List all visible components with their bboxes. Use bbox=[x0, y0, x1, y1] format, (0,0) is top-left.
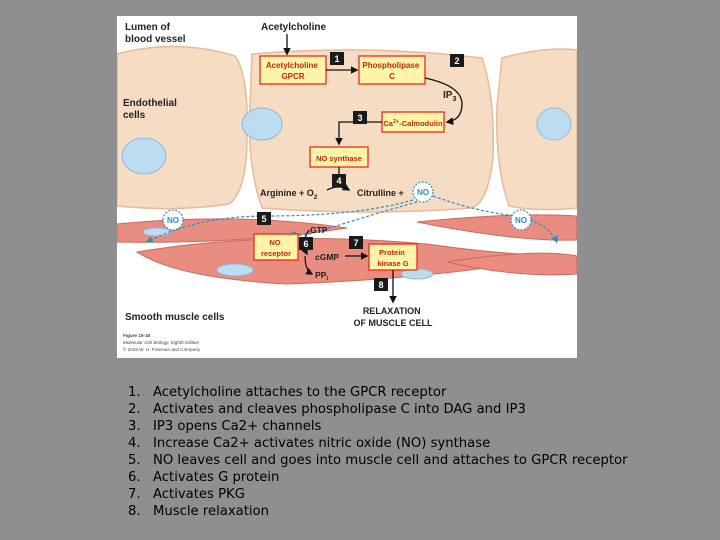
nucleus bbox=[216, 263, 254, 277]
no-label: NO bbox=[167, 216, 179, 225]
arrow-plc-to-calmodulin bbox=[424, 77, 463, 126]
list-item: 7.Activates PKG bbox=[128, 487, 245, 502]
acetylcholine-label: Acetylcholine bbox=[261, 22, 326, 33]
svg-text:8: 8 bbox=[378, 280, 383, 290]
list-item: 2.Activates and cleaves phospholipase C … bbox=[128, 402, 526, 417]
phospholipase-c-box bbox=[358, 55, 426, 85]
list-item: 3.IP3 opens Ca2+ channels bbox=[128, 419, 322, 434]
no-receptor-box bbox=[253, 233, 299, 261]
gpcr-box-label: Acetylcholine GPCR bbox=[266, 61, 320, 81]
svg-text:7: 7 bbox=[353, 238, 358, 248]
figure-caption: Figure 15-18 Molecular Cell Biology, Eig… bbox=[123, 333, 201, 352]
no-diffusion-down bbox=[292, 201, 418, 239]
arrow-to-ppi bbox=[304, 255, 314, 275]
step-badge-1: 1 bbox=[330, 52, 344, 65]
relaxation-label: RELAXATION OF MUSCLE CELL bbox=[354, 306, 433, 328]
cgmp-label: cGMP bbox=[315, 252, 339, 262]
muscle-cell bbox=[446, 252, 577, 276]
list-item: 6.Activates G protein bbox=[128, 470, 280, 485]
list-item: 8.Muscle relaxation bbox=[128, 504, 269, 519]
no-label: NO bbox=[417, 188, 429, 197]
signaling-figure: Lumen of blood vessel Endothelial cells … bbox=[117, 16, 577, 358]
no-synthase-label: NO synthase bbox=[316, 154, 362, 163]
svg-text:1: 1 bbox=[334, 54, 339, 64]
lumen-label: Lumen of blood vessel bbox=[125, 22, 186, 45]
svg-text:4: 4 bbox=[336, 176, 341, 186]
step-badge-5: 5 bbox=[257, 212, 271, 225]
list-item: 4.Increase Ca2+ activates nitric oxide (… bbox=[128, 436, 491, 451]
step-badge-7: 7 bbox=[349, 236, 363, 249]
steps-list: 1.Acetylcholine attaches to the GPCR rec… bbox=[128, 384, 628, 520]
step-badge-2: 2 bbox=[450, 54, 464, 67]
calmodulin-label: Ca2+-Calmodulin bbox=[383, 119, 443, 128]
no-label: NO bbox=[515, 216, 527, 225]
ppi-label: PPi bbox=[315, 270, 328, 282]
svg-text:5: 5 bbox=[261, 214, 266, 224]
protein-kinase-g-box bbox=[368, 243, 418, 271]
protein-kinase-g-label: Protein kinase G bbox=[377, 248, 408, 268]
citrulline-label: Citrulline + bbox=[357, 188, 404, 198]
smooth-muscle-label: Smooth muscle cells bbox=[125, 312, 225, 323]
arginine-label: Arginine + O2 bbox=[260, 188, 318, 201]
svg-text:3: 3 bbox=[357, 113, 362, 123]
step-badge-4: 4 bbox=[332, 174, 346, 187]
no-molecule-left bbox=[162, 209, 184, 231]
nucleus bbox=[142, 227, 172, 237]
list-item: 1.Acetylcholine attaches to the GPCR rec… bbox=[128, 385, 447, 400]
step-badge-8: 8 bbox=[374, 278, 388, 291]
no-molecule-right bbox=[510, 209, 532, 231]
endothelial-cell-left bbox=[117, 45, 248, 210]
svg-text:2: 2 bbox=[454, 56, 459, 66]
endothelial-label: Endothelial cells bbox=[123, 98, 180, 121]
phospholipase-c-label: Phospholipase C bbox=[362, 61, 421, 81]
svg-text:6: 6 bbox=[303, 239, 308, 249]
list-item: 5.NO leaves cell and goes into muscle ce… bbox=[128, 453, 628, 468]
nucleus bbox=[241, 107, 283, 141]
no-receptor-label: NO receptor bbox=[261, 238, 291, 258]
arrow-calmodulin-to-nos bbox=[335, 121, 382, 146]
endothelial-cell-right bbox=[496, 48, 577, 211]
step-badge-3: 3 bbox=[353, 111, 367, 124]
ip3-label: IP3 bbox=[443, 90, 456, 103]
nucleus bbox=[536, 107, 572, 141]
nucleus bbox=[121, 137, 167, 175]
muscle-cell bbox=[416, 214, 577, 241]
no-molecule-endothelial bbox=[412, 181, 434, 203]
endothelial-cell-center bbox=[248, 49, 494, 213]
step-badge-6: 6 bbox=[299, 237, 313, 250]
gtp-label: GTP bbox=[310, 225, 328, 235]
